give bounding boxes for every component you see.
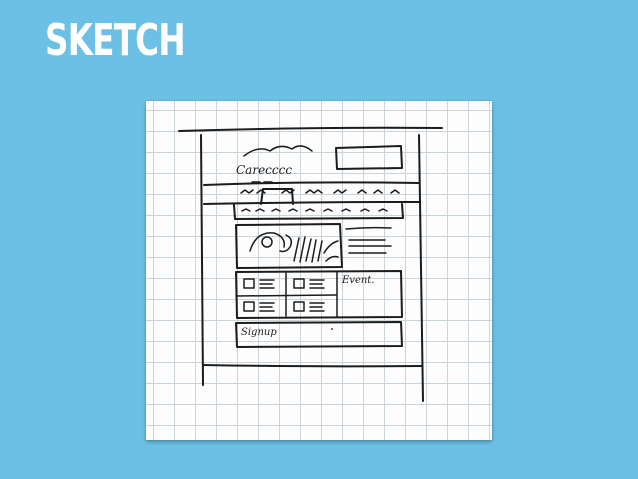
hero-image-sketch [235, 223, 343, 269]
nav-bar-sketch [203, 181, 420, 205]
feature-grid-sketch: Event. [235, 270, 403, 319]
header-sketch: Carecccc [236, 145, 403, 183]
sketch-paper: Carecccc [146, 101, 492, 440]
sidebar-text-sketch [345, 226, 392, 254]
signup-label: Signup [241, 327, 277, 338]
wireframe-drawing: Carecccc [178, 126, 443, 402]
slide-title: SKETCH [45, 15, 186, 66]
signup-box-sketch: Signup [235, 321, 403, 348]
page-frame [178, 126, 443, 402]
logo-label: Carecccc [236, 163, 292, 177]
tab-strip-sketch [233, 203, 404, 220]
events-label: Event. [341, 275, 375, 286]
